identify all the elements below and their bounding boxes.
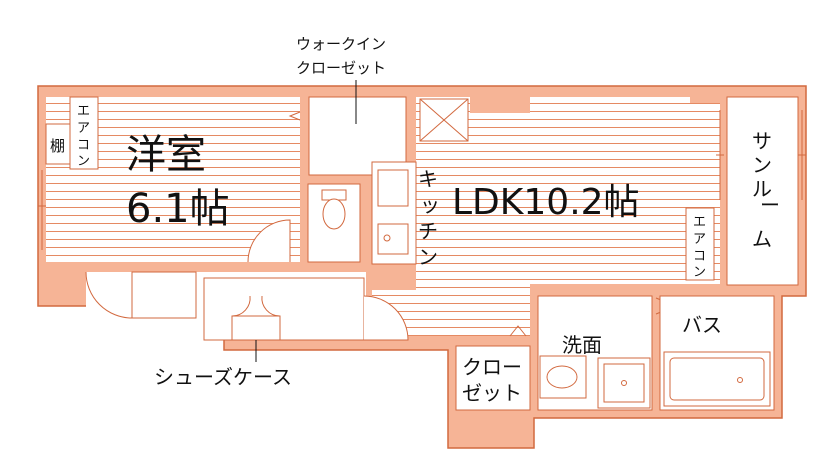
sunroom-char-1: サ — [752, 129, 772, 153]
sunroom-char-2: ン — [752, 153, 772, 177]
shoe-case-label: シューズケース — [154, 365, 292, 389]
bathroom — [659, 295, 775, 411]
washroom — [537, 295, 653, 411]
bedroom-label: 洋室 — [126, 132, 206, 178]
toilet-room — [307, 183, 361, 263]
ldk-aircon-char-1: エ — [693, 215, 706, 230]
bedroom-aircon-char-2: ア — [77, 121, 90, 136]
closet-label-line2: ゼット — [462, 381, 522, 405]
kitchen-char-1: キ — [418, 167, 438, 191]
bedroom-aircon — [69, 96, 99, 170]
closet — [455, 345, 531, 411]
closet-label-line1: クロー — [462, 355, 522, 379]
washroom-label: 洗面 — [562, 333, 602, 357]
ldk-aircon — [685, 207, 715, 281]
kitchen-counter — [371, 161, 417, 265]
ldk-aircon-char-2: ア — [693, 232, 706, 247]
windows — [38, 110, 806, 250]
bedroom-aircon-char-3: コ — [77, 138, 90, 153]
kitchen-char-2: ッ — [420, 193, 440, 217]
walkin-label-line2: クローゼット — [296, 59, 386, 77]
ldk-label: LDK10.2帖 — [452, 182, 640, 223]
walkin-label-line1: ウォークイン — [296, 35, 386, 53]
bedroom-aircon-char-1: エ — [77, 104, 90, 119]
shelf — [45, 123, 71, 165]
bath-label: バス — [682, 313, 722, 337]
ldk-aircon-char-3: コ — [693, 249, 706, 264]
sunroom — [726, 96, 799, 286]
kitchen-char-3: チ — [418, 219, 438, 243]
bedroom-aircon-char-4: ン — [77, 154, 90, 169]
door-swings — [247, 111, 678, 341]
ldk-room — [372, 93, 720, 336]
ldk-aircon-char-4: ン — [693, 265, 706, 280]
sunroom-char-4: ー — [760, 193, 780, 217]
sunroom-char-3: ル — [752, 177, 772, 201]
entrance-hall — [85, 271, 366, 362]
sunroom-char-5: ム — [752, 227, 772, 251]
kitchen-char-4: ン — [418, 245, 438, 269]
bedroom-size-label: 6.1帖 — [126, 186, 230, 232]
shelf-label: 棚 — [50, 137, 65, 155]
